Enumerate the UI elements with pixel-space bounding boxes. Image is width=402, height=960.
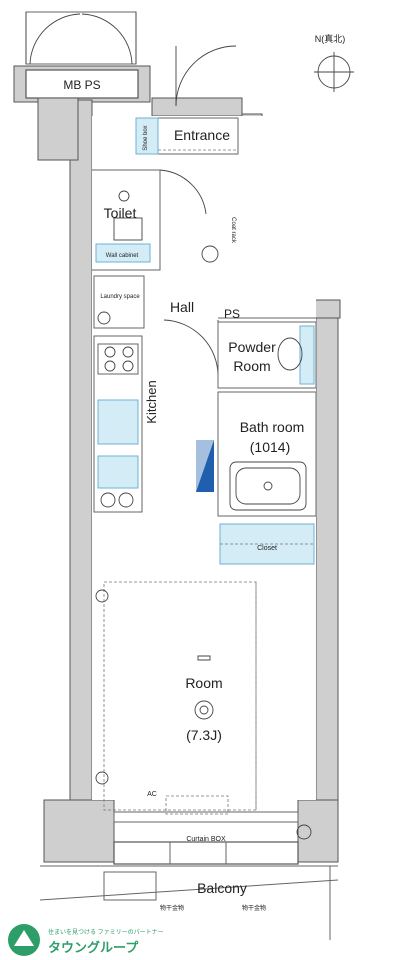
label-kitchen: Kitchen bbox=[144, 380, 159, 423]
label-wall-cabinet: Wall cabinet bbox=[106, 253, 139, 259]
north-compass bbox=[314, 52, 354, 92]
label-ac: AC bbox=[147, 791, 157, 798]
kitchen-area bbox=[93, 335, 143, 513]
label-north: N(真北) bbox=[315, 33, 346, 44]
label-hall: Hall bbox=[170, 299, 194, 315]
label-hanger-1: 物干金物 bbox=[160, 904, 184, 912]
label-bath-room-1: Bath room bbox=[240, 419, 305, 435]
brand-name: タウングループ bbox=[48, 940, 139, 955]
balcony bbox=[39, 865, 339, 940]
label-shoe-box: Shoe box bbox=[143, 125, 149, 150]
label-mb-ps: MB PS bbox=[63, 78, 100, 92]
label-entrance: Entrance bbox=[174, 127, 230, 143]
toilet-room bbox=[92, 169, 207, 271]
label-coat-rack: Coat rack bbox=[230, 217, 236, 244]
entrance-area bbox=[135, 45, 239, 155]
label-powder-1: Powder bbox=[228, 339, 276, 355]
brand-tagline: 住まいを見つける ファミリーのパートナー bbox=[48, 928, 164, 936]
label-curtain-box: Curtain BOX bbox=[186, 836, 226, 843]
label-closet: Closet bbox=[257, 545, 277, 552]
label-hanger-2: 物干金物 bbox=[242, 904, 266, 912]
meter-box-doors bbox=[25, 11, 137, 65]
bath-room bbox=[196, 391, 317, 517]
label-bath-room-2: (1014) bbox=[250, 439, 290, 455]
label-room-size: (7.3J) bbox=[186, 727, 222, 743]
laundry-space bbox=[93, 275, 145, 329]
mb-ps-box bbox=[13, 65, 151, 103]
label-powder-2: Room bbox=[233, 358, 270, 374]
label-balcony: Balcony bbox=[197, 880, 247, 896]
closet bbox=[219, 523, 315, 565]
label-toilet: Toilet bbox=[104, 205, 137, 221]
label-laundry-space: Laundry space bbox=[100, 294, 140, 300]
powder-room bbox=[217, 321, 317, 389]
main-room bbox=[95, 581, 257, 815]
brand-logo bbox=[8, 924, 40, 956]
balcony-door bbox=[113, 811, 312, 865]
label-ps: PS bbox=[224, 307, 240, 321]
label-room: Room bbox=[185, 675, 222, 691]
